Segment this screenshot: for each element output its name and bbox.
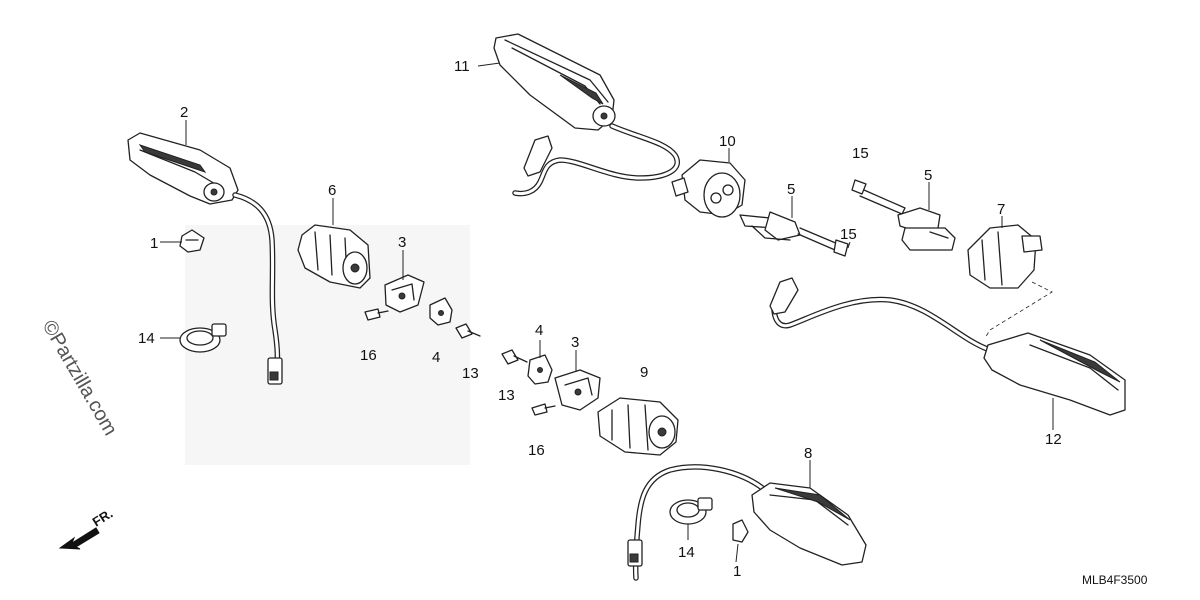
rubber-mount-6[interactable] (297, 224, 371, 289)
screw-16-center[interactable] (531, 403, 556, 416)
callout-5-center: 5 (787, 181, 795, 198)
diagram-code: MLB4F3500 (1082, 573, 1148, 587)
dashed-alignment-line (984, 281, 1053, 339)
callout-14-lower: 14 (678, 544, 695, 561)
callout-3-center: 3 (571, 334, 579, 351)
callout-10: 10 (719, 133, 736, 150)
callout-13-left: 13 (462, 365, 479, 382)
callout-3-left: 3 (398, 234, 406, 251)
bolt-13-left[interactable] (455, 323, 481, 339)
bracket-3-left[interactable] (384, 274, 425, 313)
turn-signal-12[interactable] (769, 277, 1126, 416)
callout-7: 7 (997, 201, 1005, 218)
callout-14-left: 14 (138, 330, 155, 347)
callout-1-lower: 1 (733, 563, 741, 580)
front-arrow-icon (58, 527, 100, 550)
callout-16-left: 16 (360, 347, 377, 364)
turn-signal-11[interactable] (493, 33, 680, 197)
turn-signal-2[interactable] (127, 132, 283, 385)
bolt-15-top[interactable] (851, 179, 906, 215)
callout-15-lower: 15 (840, 226, 857, 243)
bolt-13-center[interactable] (501, 349, 528, 365)
rubber-mount-7[interactable] (967, 224, 1043, 289)
rubber-mount-10[interactable] (671, 159, 746, 218)
callout-13-center: 13 (498, 387, 515, 404)
bracket-3-center[interactable] (554, 369, 601, 411)
callout-12: 12 (1045, 431, 1062, 448)
callout-5-right: 5 (924, 167, 932, 184)
leader-lines (160, 62, 1054, 563)
callout-6: 6 (328, 182, 336, 199)
callout-4-center: 4 (535, 322, 543, 339)
bolt-15-lower[interactable] (797, 227, 849, 257)
watermark-text: ©Partzilla.com (38, 317, 122, 440)
collar-5-center[interactable] (739, 211, 801, 241)
band-14-left[interactable] (179, 323, 227, 353)
front-label: FR. (90, 506, 116, 530)
stay-plate-4-left[interactable] (429, 297, 453, 326)
watermark: ©Partzilla.com (38, 317, 122, 440)
stay-plate-4-center[interactable] (527, 354, 553, 385)
clip-1-left[interactable] (179, 229, 205, 253)
callout-16-center: 16 (528, 442, 545, 459)
callout-15-top: 15 (852, 145, 869, 162)
turn-signal-8[interactable] (627, 464, 867, 581)
callout-numbers: 11 2 1 14 6 3 16 4 13 10 15 5 5 7 15 4 3… (138, 58, 1062, 580)
front-direction-indicator: FR. (58, 506, 116, 550)
callout-11: 11 (454, 58, 470, 75)
band-14-lower[interactable] (669, 497, 713, 525)
callout-9: 9 (640, 364, 648, 381)
screw-16-left[interactable] (364, 308, 389, 321)
callout-8: 8 (804, 445, 812, 462)
callout-4-left: 4 (432, 349, 440, 366)
callout-2: 2 (180, 104, 188, 121)
rubber-mount-9[interactable] (597, 397, 679, 456)
clip-1-lower[interactable] (732, 519, 749, 543)
collar-5-right[interactable] (897, 207, 956, 251)
callout-1-left: 1 (150, 235, 158, 252)
